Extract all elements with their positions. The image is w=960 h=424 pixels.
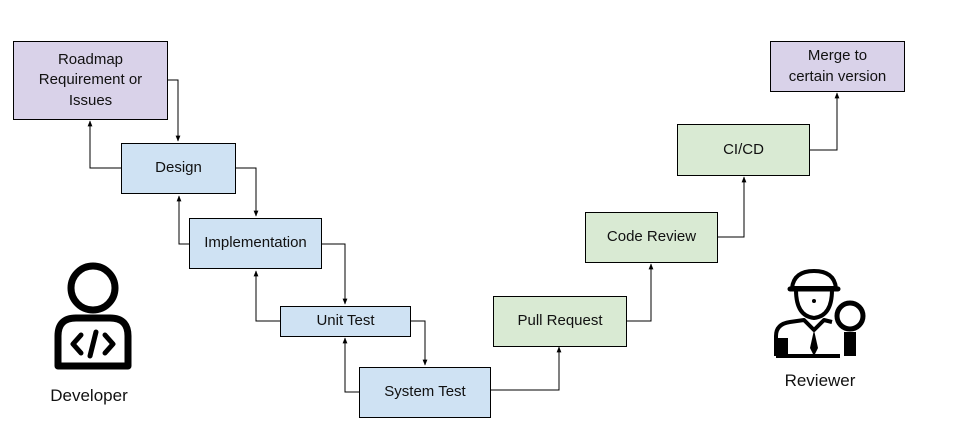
reviewer-icon [774,269,866,358]
node-pull-request: Pull Request [493,296,627,347]
node-cicd-label: CI/CD [723,140,764,158]
node-unit-test-label: Unit Test [316,312,375,330]
node-design: Design [121,143,236,194]
node-roadmap-label: Roadmap Requirement or Issues [38,51,143,109]
node-merge-label: Merge to certain version [788,47,887,85]
reviewer-label: Reviewer [784,371,856,390]
node-pull-request-label: Pull Request [517,312,603,330]
edge-systemtest-pullrequest [490,346,562,391]
edge-implementation-unittest [321,243,348,305]
developer-label: Developer [50,386,128,405]
node-implementation: Implementation [189,218,322,269]
node-roadmap: Roadmap Requirement or Issues [13,41,168,120]
node-system-test: System Test [359,367,491,418]
edge-codereview-cicd [717,176,747,238]
node-code-review: Code Review [585,212,718,263]
node-design-label: Design [155,159,202,177]
edge-design-implementation [235,167,259,217]
edge-design-roadmap [87,120,121,169]
node-merge: Merge to certain version [770,41,905,92]
node-code-review-label: Code Review [606,228,697,246]
edge-roadmap-design [167,79,181,142]
edge-cicd-merge [809,92,840,151]
node-cicd: CI/CD [677,124,810,176]
edge-pullrequest-codereview [626,263,654,322]
node-unit-test: Unit Test [280,306,411,337]
edge-unittest-systemtest [410,320,428,366]
edge-implementation-design [176,195,190,245]
node-implementation-label: Implementation [204,234,307,252]
edge-systemtest-unittest [342,337,359,393]
node-system-test-label: System Test [384,383,466,401]
edge-unittest-implementation [253,270,280,322]
developer-icon [54,262,132,370]
